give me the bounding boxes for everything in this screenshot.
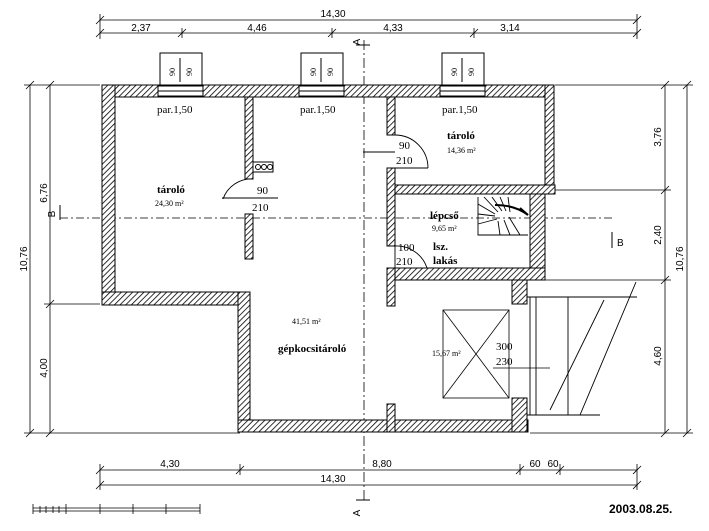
left-upper-dim: 6,76	[39, 183, 50, 203]
garage-entrance	[527, 281, 637, 416]
top-dim-4: 3,14	[500, 23, 520, 34]
top-dimensions	[95, 14, 642, 39]
right-middle-dim: 2,40	[653, 225, 664, 245]
bottom-total-dim: 14,30	[320, 474, 345, 485]
room-area-stairs: 9,65 m²	[432, 224, 457, 233]
bottom-dim-4: 60	[547, 459, 559, 470]
staircase	[477, 196, 529, 236]
room-name-storage-left: tároló	[157, 184, 185, 196]
skylight-width: 300	[496, 341, 513, 353]
top-dim-3: 4,33	[383, 23, 403, 34]
room-area-right-garage: 15,67 m²	[432, 349, 461, 358]
door-height-210: 210	[396, 256, 413, 268]
flue-element	[252, 161, 274, 173]
doors	[222, 134, 429, 269]
section-markers	[59, 44, 613, 501]
section-b-left: B	[47, 210, 58, 217]
chimneys	[159, 52, 485, 87]
door-width-100: 100	[398, 242, 415, 254]
room-area-storage-right: 14,36 m²	[447, 146, 476, 155]
chimney-label: 90	[309, 68, 318, 76]
right-upper-dim: 3,76	[653, 127, 664, 147]
section-a-top: A	[352, 38, 363, 45]
bottom-dim-2: 8,80	[372, 459, 392, 470]
left-dimensions	[24, 80, 240, 438]
chimney-label: 90	[168, 68, 177, 76]
roof-opening	[442, 309, 550, 399]
left-lower-dim: 4,00	[39, 358, 50, 378]
window-sill-label: par.1,50	[300, 104, 336, 116]
chimney-label: 90	[450, 68, 459, 76]
scale-bar	[32, 504, 201, 514]
top-total-dim: 14,30	[320, 9, 345, 20]
door-width-90: 90	[257, 185, 269, 197]
left-total-dim: 10,76	[19, 246, 30, 271]
top-dim-1: 2,37	[131, 23, 151, 34]
window-sill-label: par.1,50	[157, 104, 193, 116]
top-windows	[157, 85, 486, 97]
chimney-label: 90	[326, 68, 335, 76]
bottom-dim-1: 4,30	[160, 459, 180, 470]
bottom-dim-3: 60	[529, 459, 541, 470]
door-height-210: 210	[252, 202, 269, 214]
window-sill-label: par.1,50	[442, 104, 478, 116]
room-name-lsz: lsz.	[433, 241, 448, 253]
door-height-210: 210	[396, 155, 413, 167]
room-name-stairs: lépcső	[430, 210, 459, 222]
room-area-garage: 41,51 m²	[292, 317, 321, 326]
chimney-label: 90	[467, 68, 476, 76]
drawing-date: 2003.08.25.	[609, 502, 672, 516]
room-name-garage: gépkocsitároló	[278, 343, 347, 355]
section-b-right: B	[617, 238, 624, 249]
room-area-storage-left: 24,30 m²	[155, 199, 184, 208]
section-a-bottom: A	[352, 509, 363, 516]
right-total-dim: 10,76	[675, 246, 686, 271]
chimney-label: 90	[185, 68, 194, 76]
top-dim-2: 4,46	[247, 23, 267, 34]
door-width-90: 90	[399, 140, 411, 152]
right-dimensions	[530, 80, 693, 438]
skylight-length: 230	[496, 356, 513, 368]
right-lower-dim: 4,60	[653, 346, 664, 366]
walls	[101, 84, 556, 433]
room-name-lakas: lakás	[433, 255, 458, 267]
bottom-dimensions	[95, 464, 642, 490]
room-name-storage-right: tároló	[447, 130, 475, 142]
